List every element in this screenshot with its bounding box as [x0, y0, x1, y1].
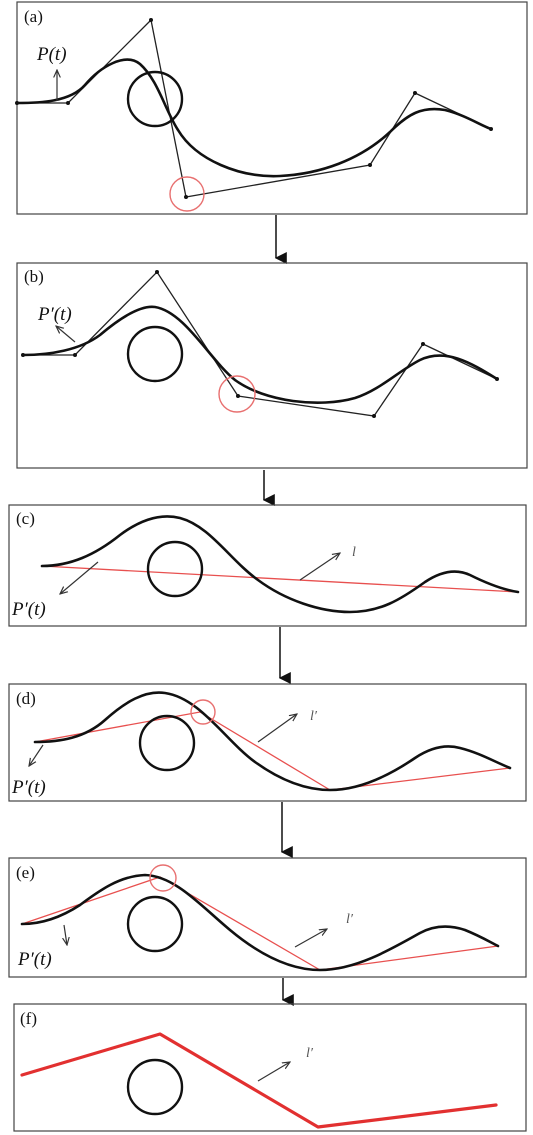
line-label: l	[352, 545, 356, 560]
panel-d-label: (d)	[16, 689, 36, 708]
panel-e: (e) P′(t) l′	[8, 857, 527, 978]
panel-a: (a) P(t)	[15, 1, 528, 215]
control-points	[21, 270, 499, 418]
panel-c-label: (c)	[16, 509, 35, 528]
panel-b-label: (b)	[24, 267, 44, 286]
panel-e-label: (e)	[16, 863, 35, 882]
tangent-label: P(t)	[36, 44, 67, 65]
normal-arrow	[257, 714, 297, 743]
panel-f-frame	[13, 1003, 527, 1132]
highlight-circle	[190, 699, 216, 725]
tangent-arrow	[56, 326, 76, 343]
connecting-line	[34, 711, 511, 791]
connecting-line	[41, 565, 519, 593]
spline-curve	[21, 305, 499, 404]
tangent-label: P′(t)	[11, 599, 46, 620]
panel-f: (f) l′	[13, 1003, 527, 1132]
connecting-line	[21, 876, 499, 971]
tangent-label: P′(t)	[11, 777, 46, 798]
highlight-circle	[149, 864, 177, 892]
control-polygon	[17, 18, 492, 198]
normal-arrow	[299, 553, 340, 581]
panel-b-frame	[16, 262, 528, 469]
spline-curve	[15, 58, 493, 178]
panel-b: (b) P′(t)	[16, 262, 528, 469]
highlight-circle	[218, 375, 256, 413]
line-label: l′	[306, 1046, 314, 1061]
panel-a-label: (a)	[24, 7, 43, 26]
final-path	[20, 1032, 498, 1129]
tangent-arrow	[64, 924, 67, 945]
panel-e-frame	[8, 857, 527, 978]
tangent-arrow	[29, 744, 44, 766]
obstacle-circle	[126, 1058, 184, 1116]
obstacle-circle	[126, 325, 184, 383]
line-label: l′	[310, 709, 318, 724]
tangent-label: P′(t)	[37, 304, 72, 325]
highlight-circle	[169, 176, 205, 212]
panel-c-frame	[8, 504, 527, 627]
normal-arrow	[257, 1062, 290, 1082]
obstacle-circle	[126, 70, 184, 128]
spline-curve	[33, 691, 512, 792]
spline-curve	[40, 515, 520, 614]
panel-f-label: (f)	[20, 1009, 37, 1028]
tangent-label: P′(t)	[17, 949, 52, 970]
panel-a-frame	[16, 1, 528, 215]
obstacle-circle	[126, 895, 184, 953]
line-label: l′	[346, 912, 354, 927]
panel-d-frame	[8, 683, 527, 802]
spline-curve	[20, 873, 500, 972]
tangent-arrow	[60, 561, 99, 594]
normal-arrow	[294, 929, 327, 948]
obstacle-circle	[138, 714, 196, 772]
control-points	[15, 18, 493, 199]
panel-d: (d) P′(t) l′	[8, 683, 527, 802]
obstacle-circle	[146, 540, 204, 598]
panel-c: (c) P′(t) l	[8, 504, 527, 627]
